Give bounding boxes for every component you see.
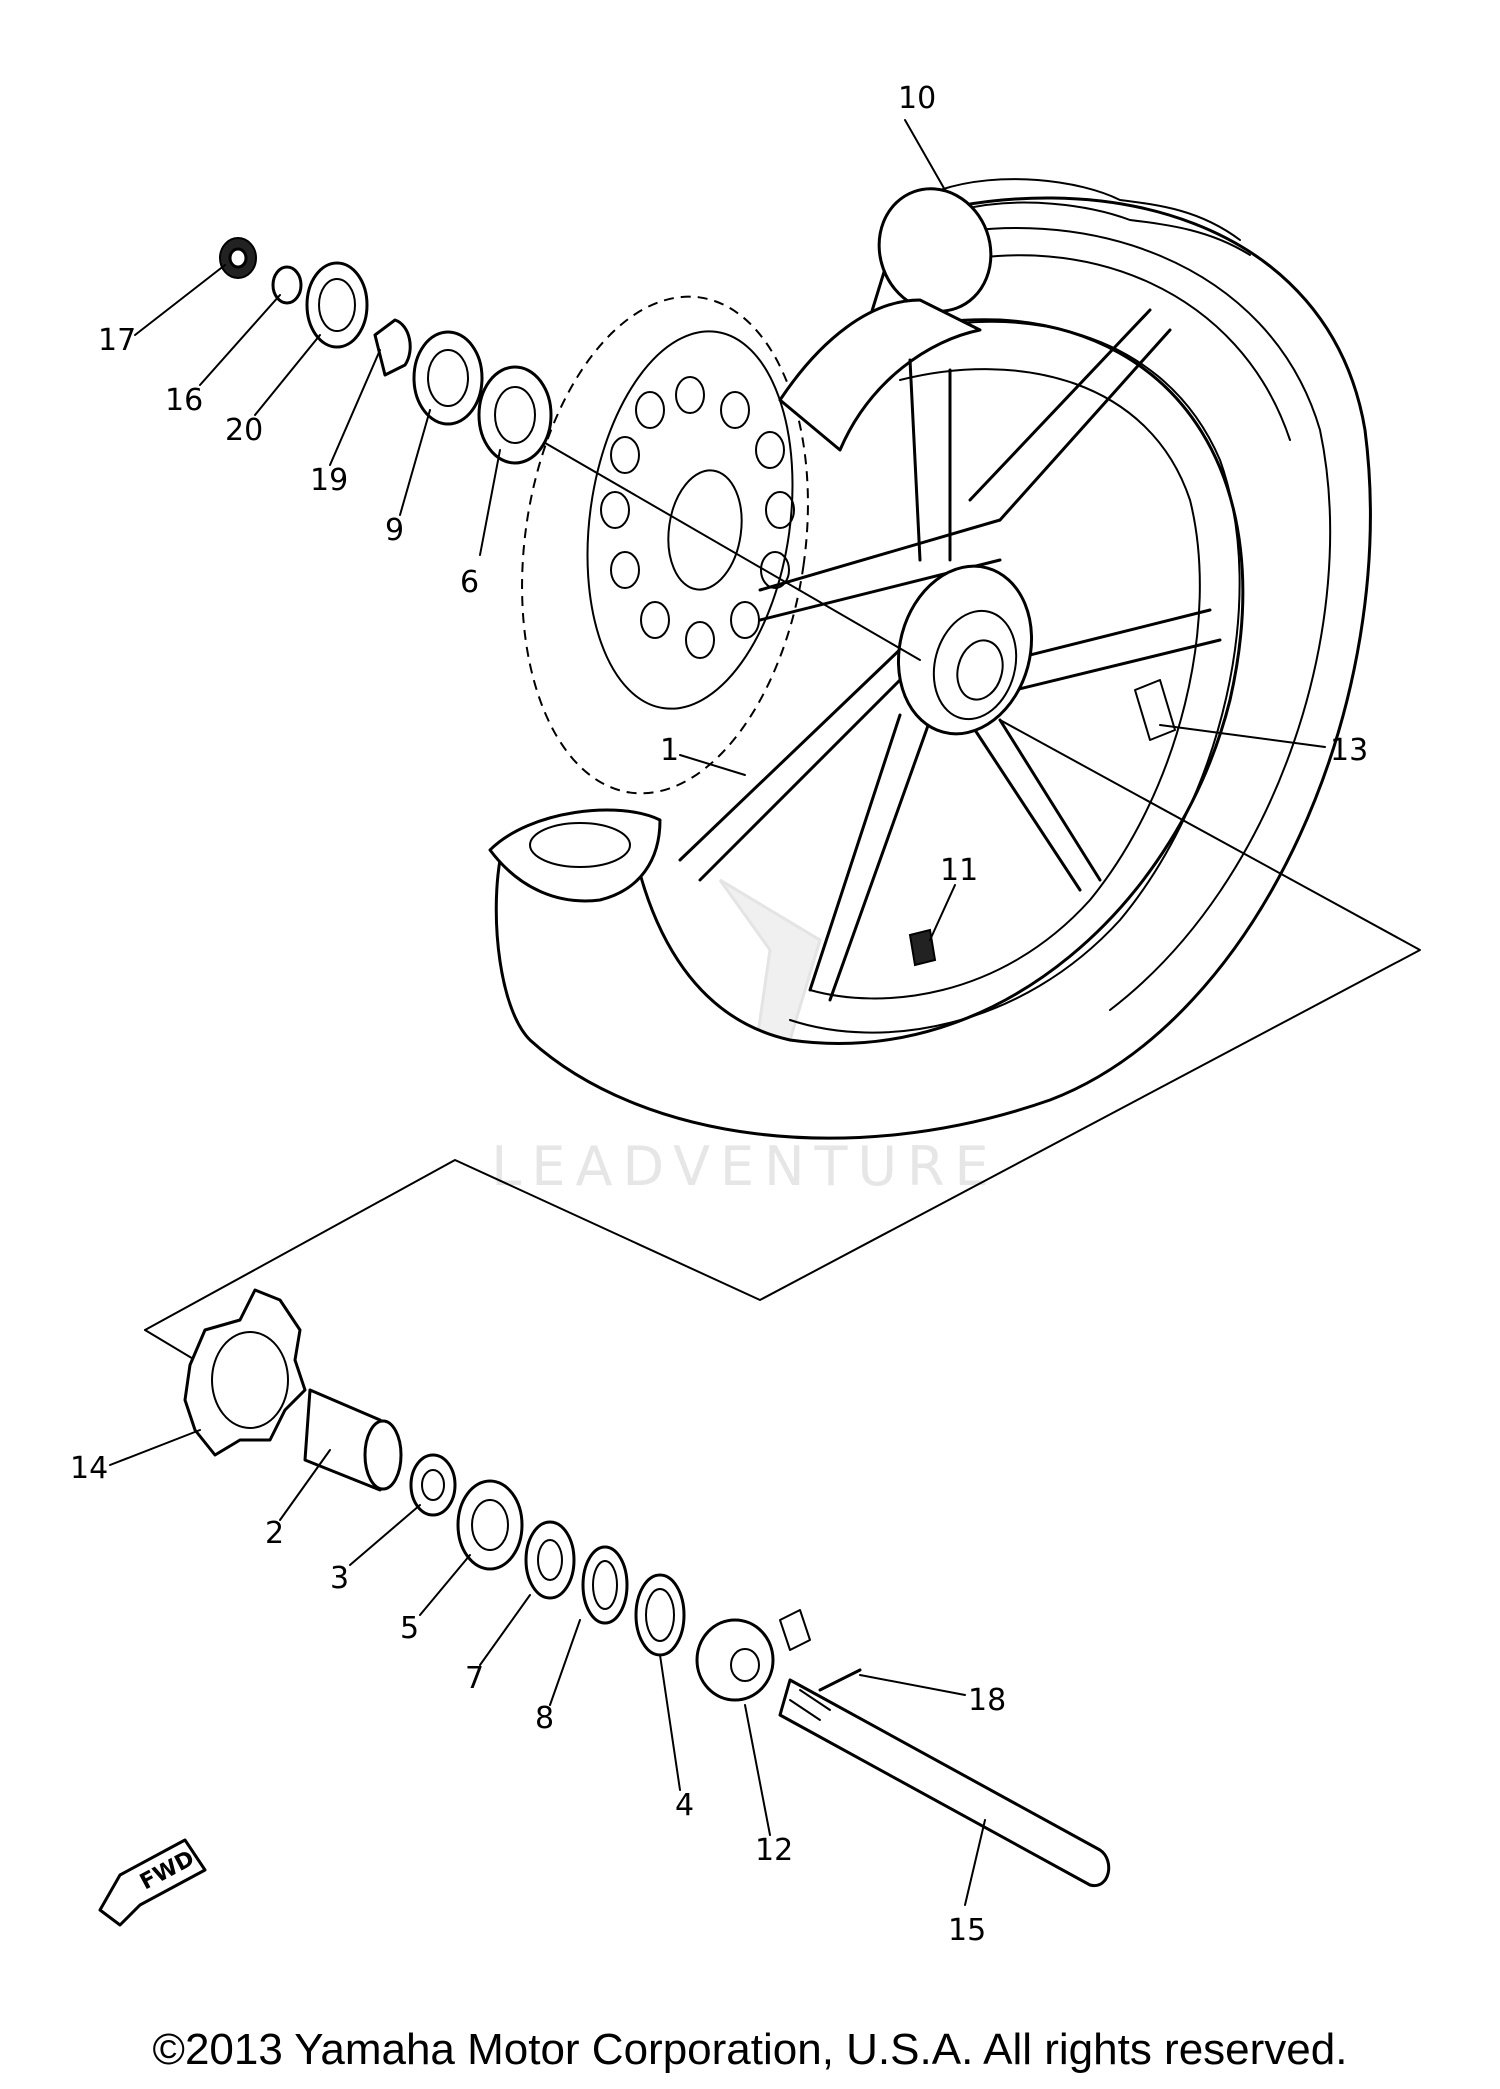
copyright-notice: ©2013 Yamaha Motor Corporation, U.S.A. A…	[152, 2025, 1348, 2074]
callout-14: 14	[70, 1451, 108, 1486]
lower-hardware: FWD	[98, 1288, 1111, 1927]
callout-6: 6	[460, 565, 479, 600]
callout-13: 13	[1330, 733, 1368, 768]
callout-16: 16	[165, 383, 203, 418]
leader-lines	[109, 119, 1326, 1906]
callout-12: 12	[755, 1833, 793, 1868]
callout-3: 3	[330, 1561, 349, 1596]
callout-18: 18	[968, 1683, 1006, 1718]
callout-10: 10	[898, 81, 936, 116]
callout-4: 4	[675, 1788, 694, 1823]
callout-15: 15	[948, 1913, 986, 1948]
callout-11: 11	[940, 853, 978, 888]
callout-2: 2	[265, 1516, 284, 1551]
callout-9: 9	[385, 513, 404, 548]
watermark: LEADVENTURE	[491, 878, 998, 1198]
callout-7: 7	[465, 1661, 484, 1696]
callout-20: 20	[225, 413, 263, 448]
wheel-assembly	[488, 178, 1372, 1140]
callout-17: 17	[98, 323, 136, 358]
callout-19: 19	[310, 463, 348, 498]
left-hardware	[219, 237, 553, 465]
brake-disc	[521, 295, 809, 795]
callout-5: 5	[400, 1611, 419, 1646]
callout-1: 1	[660, 733, 679, 768]
callout-numbers: 10 17 16 20 19 9 6 13 1 11 14 2 3 5 7 8 …	[70, 81, 1368, 1948]
watermark-text: LEADVENTURE	[491, 1135, 998, 1198]
hub-and-spokes	[678, 308, 1222, 1002]
callout-8: 8	[535, 1701, 554, 1736]
